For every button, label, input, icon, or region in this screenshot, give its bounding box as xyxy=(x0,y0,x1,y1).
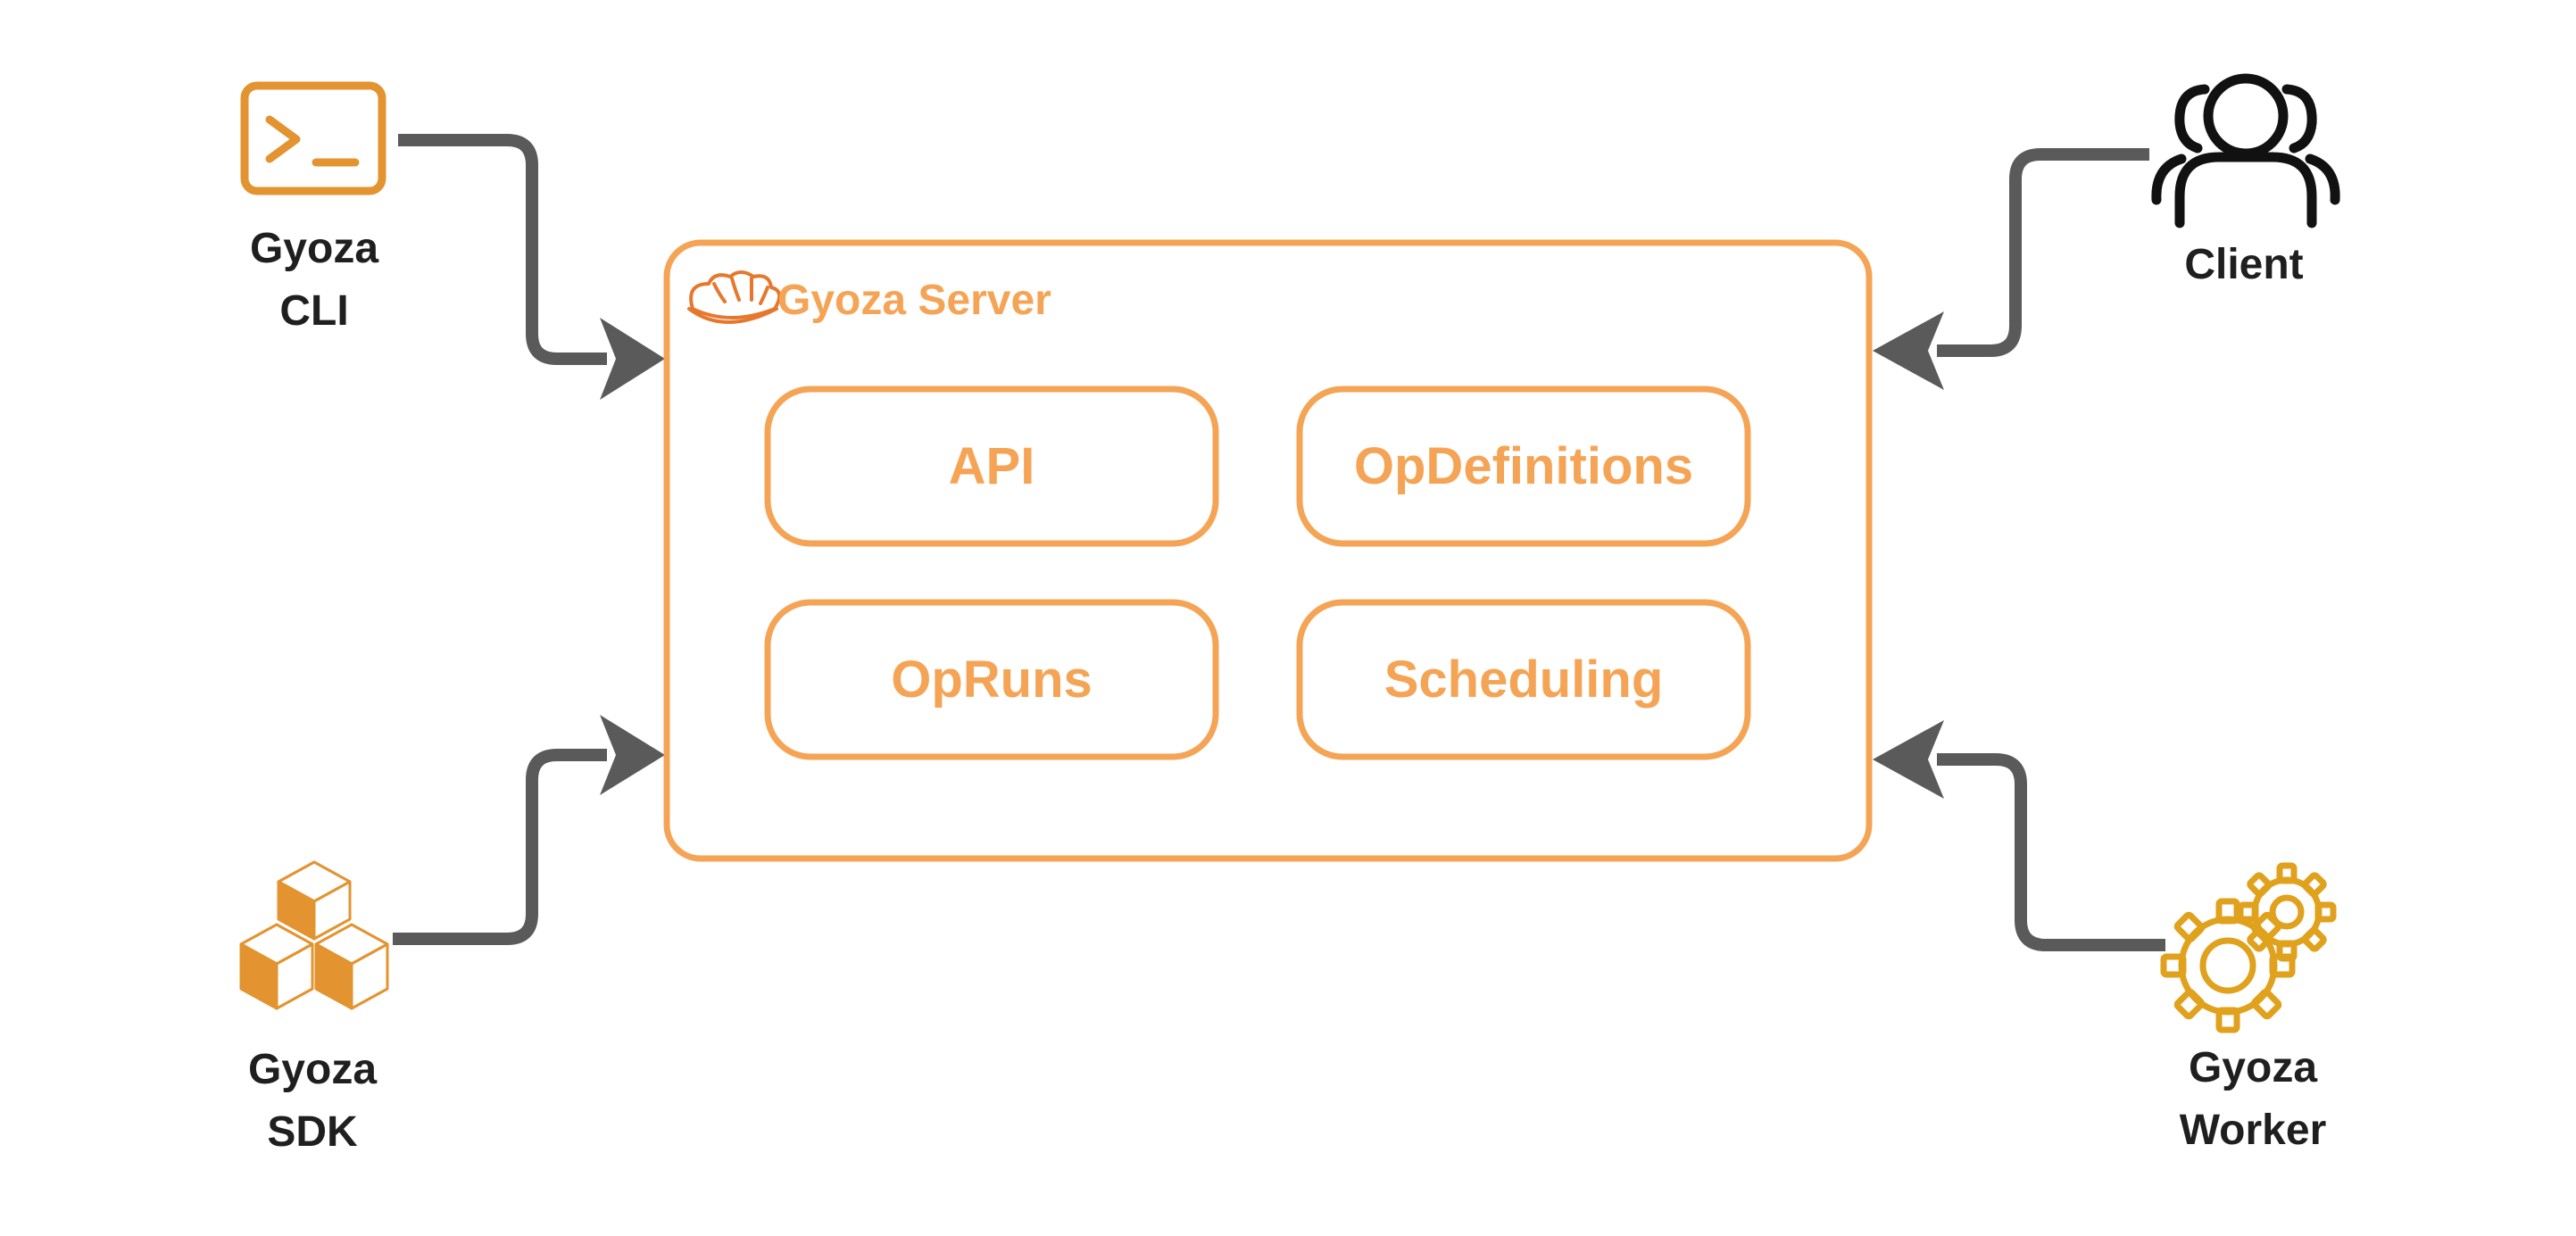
client-label: Client xyxy=(2184,241,2303,288)
terminal-icon xyxy=(240,81,386,195)
cubes-icon xyxy=(239,860,389,1010)
arrowhead-icon xyxy=(1873,720,1944,799)
gyoza-dumpling-icon xyxy=(687,270,782,324)
cli-label-line1: Gyoza xyxy=(250,225,378,272)
client-to-server-connector xyxy=(1873,148,2149,390)
arrowhead-icon xyxy=(600,715,665,795)
worker-to-server-connector xyxy=(1873,720,2165,951)
gyoza-worker-node: Gyoza Worker xyxy=(2160,862,2337,1154)
worker-label-line2: Worker xyxy=(2180,1107,2327,1154)
module-label: OpDefinitions xyxy=(1354,437,1693,495)
sdk-to-server-connector xyxy=(393,715,665,945)
server-title: Gyoza Server xyxy=(777,277,1051,324)
module-label: Scheduling xyxy=(1384,651,1664,709)
cli-label-line2: CLI xyxy=(279,287,348,335)
module-api: API xyxy=(764,386,1219,547)
module-scheduling: Scheduling xyxy=(1296,599,1751,760)
users-icon xyxy=(2151,73,2340,228)
module-opdefinitions: OpDefinitions xyxy=(1296,386,1751,547)
arrowhead-icon xyxy=(600,318,665,400)
gyoza-cli-node: Gyoza CLI xyxy=(240,81,386,335)
arrowhead-icon xyxy=(1873,311,1944,390)
client-node: Client xyxy=(2151,73,2340,288)
module-label: API xyxy=(949,437,1035,495)
module-label: OpRuns xyxy=(891,651,1093,709)
worker-label-line1: Gyoza xyxy=(2189,1044,2317,1091)
gyoza-server-box: Gyoza Server xyxy=(663,239,1873,862)
sdk-label-line2: SDK xyxy=(267,1108,358,1156)
sdk-label-line1: Gyoza xyxy=(248,1046,377,1093)
gyoza-sdk-node: Gyoza SDK xyxy=(239,860,389,1156)
gears-icon xyxy=(2160,862,2337,1033)
cli-to-server-connector xyxy=(398,134,665,400)
module-opruns: OpRuns xyxy=(764,599,1219,760)
